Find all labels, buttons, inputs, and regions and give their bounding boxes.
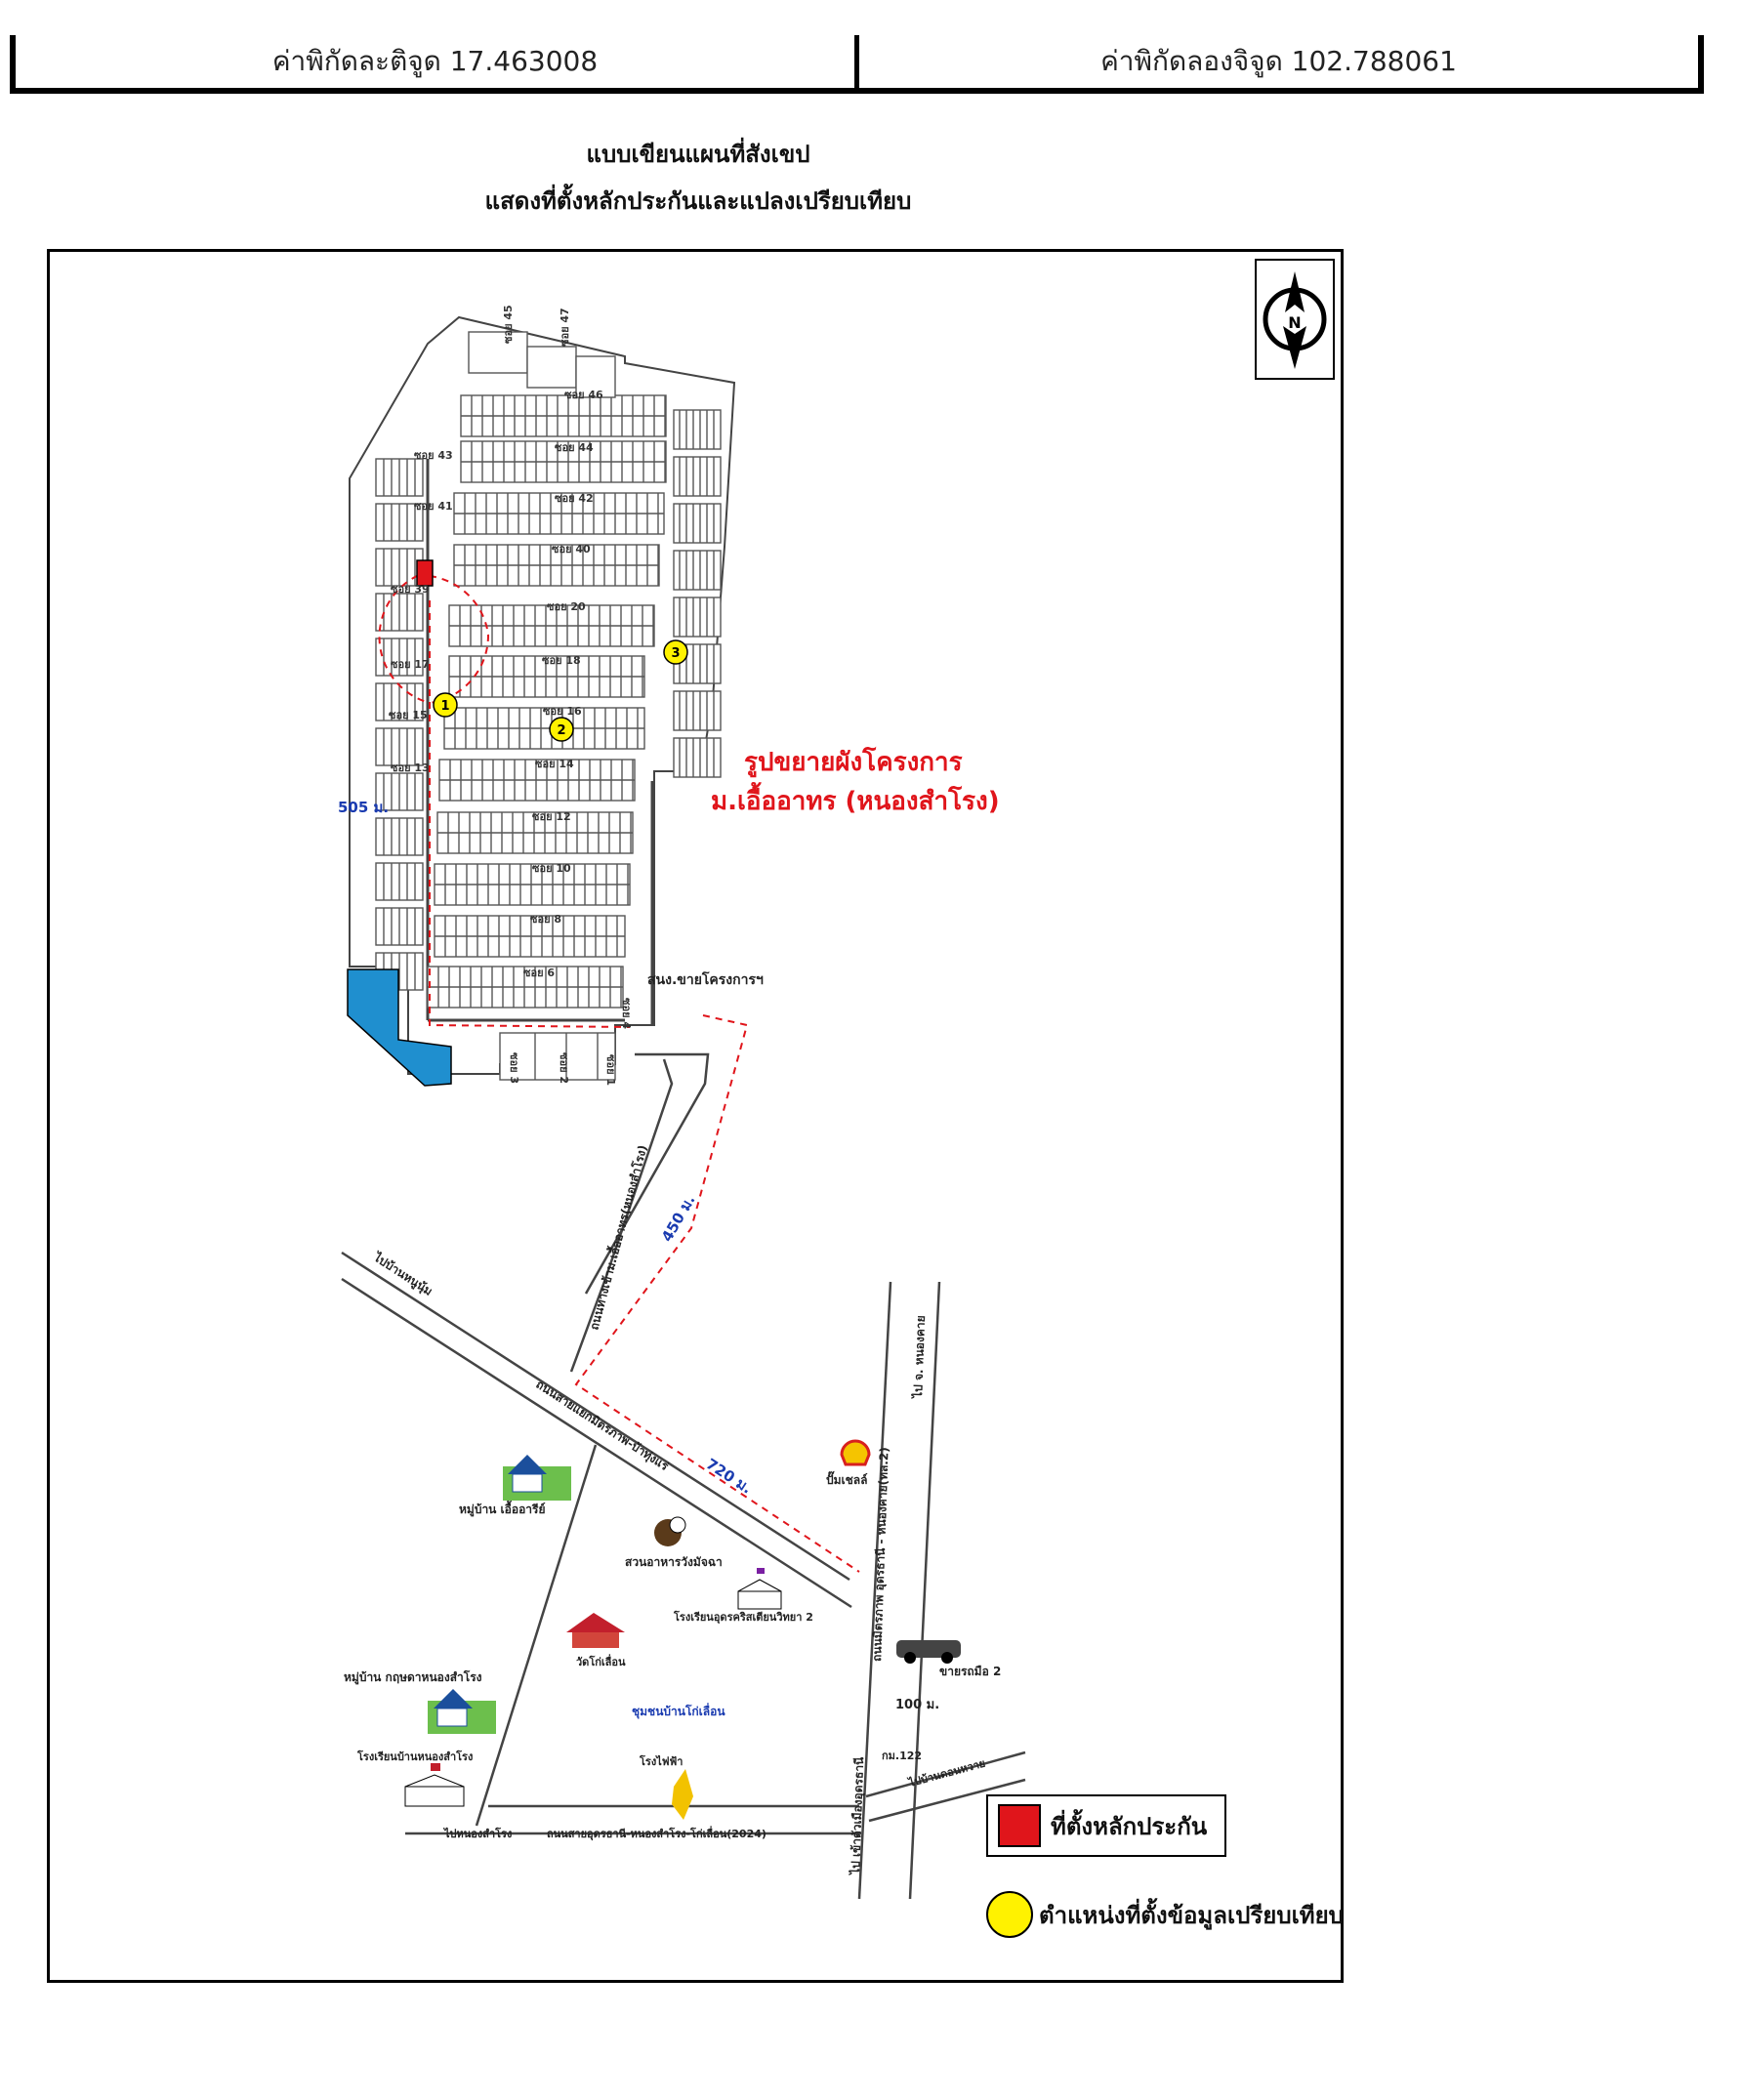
longitude-label: ค่าพิกัดลองจิจูด 102.788061 — [1100, 45, 1457, 77]
sales-office-label: สนง.ขายโครงการฯ — [647, 970, 764, 988]
village-krit-label: หมู่บ้าน กฤษดาหนองสำโรง — [344, 1669, 482, 1685]
soi-label: ซอย 45 — [502, 305, 515, 344]
soi-label: ซอย 1 — [604, 1054, 617, 1086]
legend-comparison-dot — [986, 1891, 1033, 1938]
soi-label: ซอย 43 — [414, 449, 453, 462]
to-nong-khai-label: ไป จ. หนองคาย — [910, 1315, 928, 1400]
soi-label: ซอย 17 — [391, 658, 430, 671]
pond — [347, 968, 452, 1087]
block-row-right — [673, 690, 722, 731]
comparison-marker-number: 3 — [671, 646, 680, 661]
soi-label: ซอย 47 — [559, 308, 571, 347]
comparison-marker — [663, 639, 688, 665]
block-row-right — [673, 737, 722, 778]
coordinates-header: ค่าพิกัดละติจูด 17.463008 ค่าพิกัดลองจิจ… — [10, 35, 1704, 94]
village-road-label: ถนนทางเข้าม.เอื้ออาทร(หนองสำโรง) — [584, 1143, 649, 1332]
restaurant-icon — [654, 1516, 686, 1546]
power-label: โรงไฟฟ้า — [639, 1754, 683, 1768]
wat-icon — [566, 1613, 625, 1648]
soi-label: ซอย 12 — [532, 810, 571, 823]
bottom-road-label: ถนนสายอุดรธานี-หนองสำโรง-โก่เลื่อน(2024) — [547, 1826, 766, 1841]
to-nong-samrong-label: ไปหนองสำโรง — [442, 1827, 512, 1840]
school-christian-icon — [737, 1568, 782, 1610]
soi-label: ซอย 6 — [523, 967, 555, 979]
to-city-label: ไป เข้าตัวเมืองอุดรธานี — [848, 1756, 867, 1876]
community-label: ชุมชนบ้านโก่เลื่อน — [632, 1703, 725, 1719]
school-christian-label: โรงเรียนอุดรคริสเตียนวิทยา 2 — [673, 1610, 813, 1625]
map-frame — [47, 249, 1344, 1983]
comparison-markers: 1 2 3 — [433, 639, 688, 742]
housing-blocks — [375, 331, 722, 1009]
route-path — [378, 570, 860, 1573]
soi-label: ซอย 20 — [547, 600, 586, 613]
school-nongsamrong-label: โรงเรียนบ้านหนองสำโรง — [356, 1750, 473, 1763]
soi-label: ซอย 18 — [542, 654, 581, 667]
soi-label: ซอย 40 — [552, 543, 591, 556]
map-subtitle: แสดงที่ตั้งหลักประกันและแปลงเปรียบเทียบ — [484, 187, 912, 215]
soi-label: ซอย 14 — [535, 758, 574, 770]
soi-label: ซอย 15 — [389, 709, 428, 721]
main-roads — [341, 1251, 1026, 1900]
comparison-marker-number: 2 — [557, 723, 565, 738]
distance-450: 450 ม. — [658, 1192, 699, 1245]
block-row-top — [468, 331, 528, 374]
soi-label: ซอย 13 — [391, 762, 430, 774]
block-row-right — [673, 409, 722, 450]
north-letter: N — [1288, 313, 1301, 332]
legend-collateral-label: ที่ตั้งหลักประกัน — [1051, 1812, 1208, 1840]
school-nongsamrong-icon — [404, 1763, 465, 1807]
shell-label: ปั๊มเชลล์ — [826, 1470, 867, 1487]
km-label: กม.122 — [882, 1750, 922, 1762]
block-row-top — [575, 355, 616, 398]
legend-comparison: ตำแหน่งที่ตั้งข้อมูลเปรียบเทียบ — [986, 1891, 1344, 1938]
soi-label: ซอย 8 — [530, 913, 561, 926]
soi-label: ซอย 10 — [532, 862, 571, 875]
soi-label: ซอย 16 — [543, 705, 582, 718]
project-label-line2: ม.เอื้ออาทร (หนองสำโรง) — [711, 787, 1000, 816]
collateral-marker — [416, 559, 434, 587]
project-label-line1: รูปขยายผังโครงการ — [744, 748, 963, 777]
comparison-marker-number: 1 — [440, 699, 449, 714]
entrance-road — [569, 1052, 710, 1373]
car-icon — [896, 1640, 961, 1664]
soi-label: ซอย 42 — [555, 492, 594, 505]
soi-label: ซอย 44 — [555, 441, 594, 454]
north-arrow-icon: N — [1255, 259, 1335, 380]
block-row-top — [526, 346, 577, 389]
block-row-right — [673, 456, 722, 497]
distance-505: 505 ม. — [338, 799, 389, 816]
legend-collateral: ที่ตั้งหลักประกัน — [986, 1794, 1226, 1857]
soi-label: ซอย 2 — [558, 1052, 570, 1084]
shell-station-icon — [840, 1439, 871, 1466]
village-euaree-icon — [503, 1455, 571, 1501]
comparison-marker — [433, 692, 458, 718]
lower-blocks — [499, 1032, 616, 1081]
restaurant-label: สวนอาหารวังมัจฉา — [625, 1555, 723, 1569]
map-title: แบบเขียนแผนที่สังเขป — [586, 141, 810, 168]
udon-nongkhai-road-label: ถนนมิตรภาพ อุดรธานี - หนองคาย(ทล.2) — [870, 1447, 892, 1662]
village-krit-icon — [428, 1689, 496, 1734]
soi-label: ซอย 3 — [508, 1052, 520, 1084]
wat-label: วัดโก่เลื่อน — [576, 1654, 626, 1668]
legend-comparison-label: ตำแหน่งที่ตั้งข้อมูลเปรียบเทียบ — [1039, 1901, 1344, 1929]
legend-collateral-swatch — [998, 1804, 1041, 1847]
village-euaree-label: หมู่บ้าน เอื้ออารีย์ — [459, 1500, 546, 1517]
comparison-marker — [549, 717, 574, 742]
block-row-right — [673, 550, 722, 591]
distance-100: 100 ม. — [895, 1698, 939, 1712]
mittraphap-road-label: ถนนสายแยกมิตรภาพ-บ้าทุ่งแร่ — [533, 1378, 672, 1474]
soi-label: ซอย 39 — [391, 583, 430, 596]
block-row-right — [673, 597, 722, 638]
soi-label: ซอย 4 — [620, 998, 633, 1029]
power-plant-icon — [672, 1769, 693, 1820]
latitude-label: ค่าพิกัดละติจูด 17.463008 — [16, 35, 859, 88]
soi-label: ซอย 46 — [564, 389, 603, 401]
car-dealer-label: ขายรถมือ 2 — [939, 1665, 1001, 1678]
soi-label: ซอย 41 — [414, 500, 453, 513]
block-row-right — [673, 503, 722, 544]
